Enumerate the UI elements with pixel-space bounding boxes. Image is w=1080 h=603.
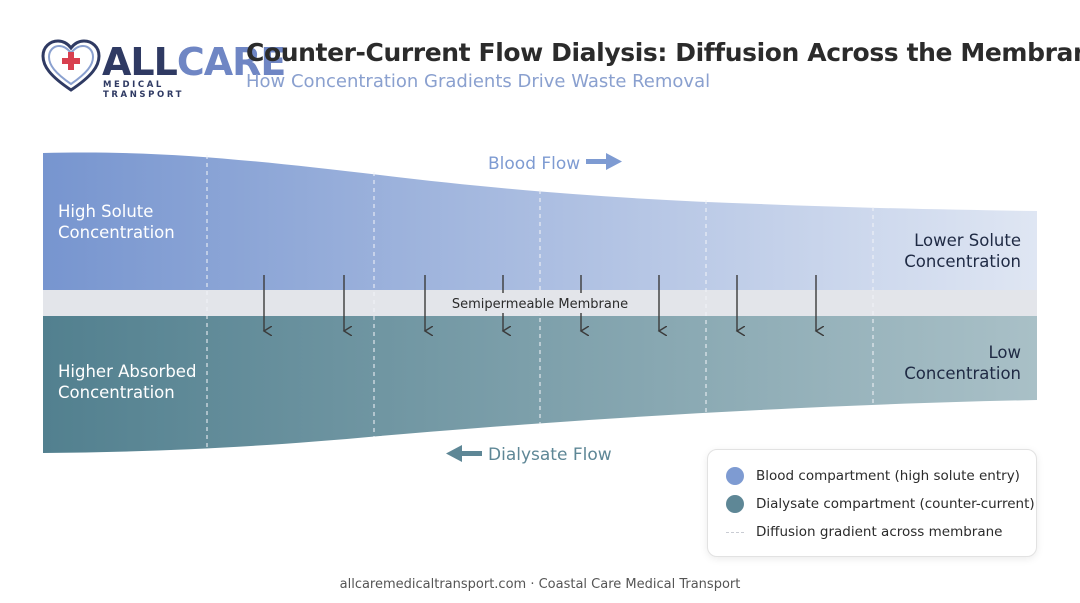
brand-word-part1: ALL bbox=[102, 40, 178, 84]
dialysate-swatch-icon bbox=[726, 495, 744, 513]
legend-label-dialysate: Dialysate compartment (counter-current) bbox=[756, 496, 1035, 512]
dialysate-right-label-line2: Concentration bbox=[904, 364, 1021, 383]
footer-text: allcaremedicaltransport.com · Coastal Ca… bbox=[339, 577, 741, 592]
legend-item-blood: Blood compartment (high solute entry) bbox=[726, 465, 1020, 487]
blood-right-label-line2: Concentration bbox=[904, 252, 1021, 271]
blood-compartment bbox=[43, 152, 1037, 290]
blood-right-label-line1: Lower Solute bbox=[914, 231, 1021, 250]
brand-word-part2: CARE bbox=[176, 40, 287, 84]
membrane-label-bg bbox=[452, 293, 628, 313]
blood-flow-label: Blood Flow bbox=[488, 154, 580, 174]
brand-wordmark: ALLCARE bbox=[102, 40, 287, 84]
legend-item-dialysate: Dialysate compartment (counter-current) bbox=[726, 493, 1035, 515]
heart-cross-icon bbox=[41, 39, 101, 92]
dialysate-left-label-line2: Concentration bbox=[58, 383, 175, 402]
dashed-line-icon bbox=[726, 531, 744, 533]
dialysate-flow-label: Dialysate Flow bbox=[488, 445, 612, 465]
blood-flow-arrow-icon bbox=[586, 153, 622, 170]
blood-swatch-icon bbox=[726, 467, 744, 485]
dialysate-right-label-line1: Low bbox=[989, 343, 1022, 362]
legend: Blood compartment (high solute entry) Di… bbox=[707, 449, 1037, 557]
legend-label-blood: Blood compartment (high solute entry) bbox=[756, 468, 1020, 484]
legend-label-gradient: Diffusion gradient across membrane bbox=[756, 524, 1003, 540]
section-dividers bbox=[206, 155, 874, 450]
dialysate-flow-arrow-icon bbox=[446, 445, 482, 462]
membrane-label: Semipermeable Membrane bbox=[452, 297, 628, 312]
diffusion-arrows bbox=[264, 275, 816, 331]
page-subtitle: How Concentration Gradients Drive Waste … bbox=[246, 71, 711, 92]
blood-left-label-line1: High Solute bbox=[58, 202, 153, 221]
legend-item-gradient: Diffusion gradient across membrane bbox=[726, 521, 1002, 543]
blood-left-label-line2: Concentration bbox=[58, 223, 175, 242]
dialysate-left-label-line1: Higher Absorbed bbox=[58, 362, 196, 381]
brand-logo: ALLCARE MEDICAL TRANSPORT bbox=[40, 38, 286, 100]
brand-tagline: MEDICAL TRANSPORT bbox=[103, 80, 184, 100]
page-title: Counter-Current Flow Dialysis: Diffusion… bbox=[246, 38, 1080, 67]
